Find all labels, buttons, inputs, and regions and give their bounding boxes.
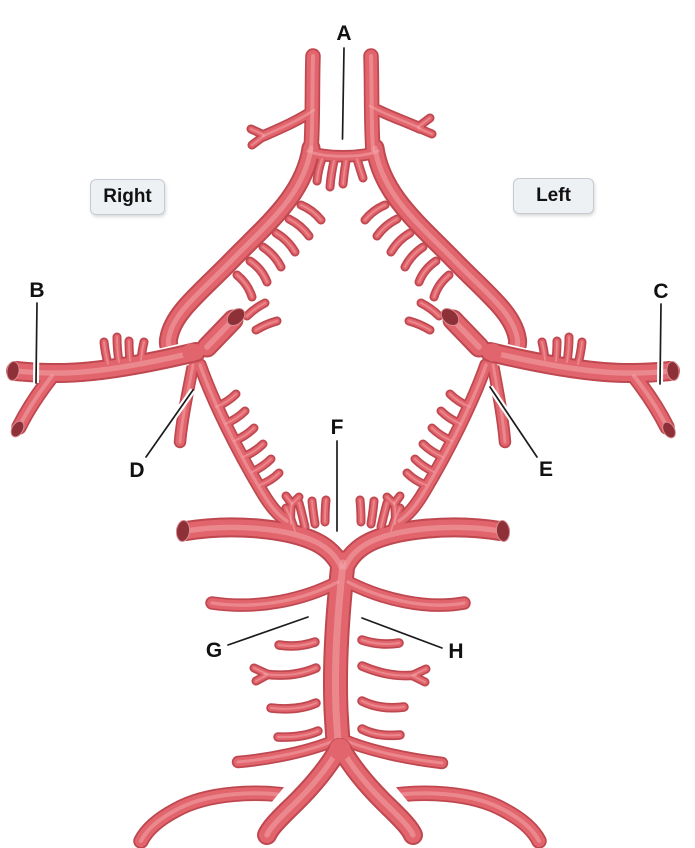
label-g: G (205, 639, 223, 662)
label-e: E (538, 458, 554, 481)
arrow-g (227, 616, 309, 646)
label-d: D (129, 459, 145, 482)
vessel-junction-patches (182, 343, 502, 761)
arrow-h (361, 617, 443, 649)
arrow-c (659, 303, 662, 385)
arrow-b (35, 302, 38, 384)
side-label-right: Right (90, 179, 165, 215)
posterior-communicating-artery-right (195, 360, 292, 526)
label-c: C (653, 280, 669, 303)
label-h: H (448, 640, 464, 663)
vessel-cut-openings (6, 308, 680, 542)
callout-arrows (33, 47, 664, 651)
posterior-communicating-artery-left (394, 360, 491, 526)
arrow-a (341, 47, 345, 140)
vessel-layer-front (13, 302, 673, 838)
arrow-e (489, 386, 538, 458)
label-f: F (330, 416, 344, 439)
side-label-left: Left (513, 178, 594, 214)
label-b: B (29, 279, 45, 302)
label-a: A (336, 22, 352, 45)
arrow-d (145, 389, 194, 458)
